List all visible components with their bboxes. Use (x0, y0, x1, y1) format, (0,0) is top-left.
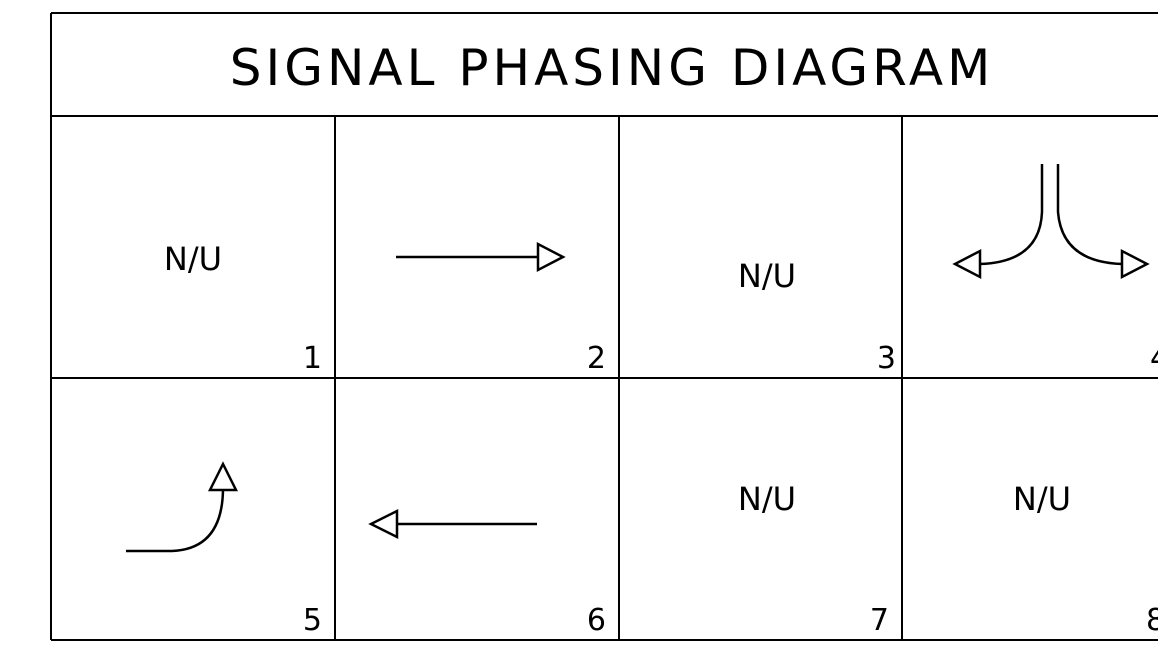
phase-1-status: N/U (164, 240, 222, 278)
phase-4-number: 4 (1150, 341, 1158, 376)
phase-3-status: N/U (738, 257, 796, 295)
through-east-arrow-icon (396, 241, 566, 273)
left-turn-arrow-icon (126, 461, 239, 553)
phase-cell-3: N/U 3 (738, 257, 896, 376)
phase-7-number: 7 (870, 603, 889, 638)
phase-cell-8: N/U 8 (1013, 480, 1158, 638)
phase-cell-2: 2 (396, 241, 606, 376)
phase-8-number: 8 (1146, 603, 1158, 638)
phase-5-number: 5 (303, 603, 322, 638)
phase-cell-1: N/U 1 (164, 240, 322, 376)
phase-7-status: N/U (738, 480, 796, 518)
phase-cell-5: 5 (126, 461, 322, 638)
phase-cell-6: 6 (368, 508, 606, 638)
phase-2-number: 2 (587, 341, 606, 376)
split-left-right-arrow-icon (952, 164, 1150, 280)
phase-3-number: 3 (877, 341, 896, 376)
phase-cell-7: N/U 7 (738, 480, 889, 638)
phase-8-status: N/U (1013, 480, 1071, 518)
diagram-title: SIGNAL PHASING DIAGRAM (230, 39, 994, 97)
through-west-arrow-icon (368, 508, 537, 540)
phase-6-number: 6 (587, 603, 606, 638)
phase-cell-4: 4 (952, 164, 1158, 376)
phase-1-number: 1 (303, 341, 322, 376)
table-frame (50, 12, 1158, 641)
